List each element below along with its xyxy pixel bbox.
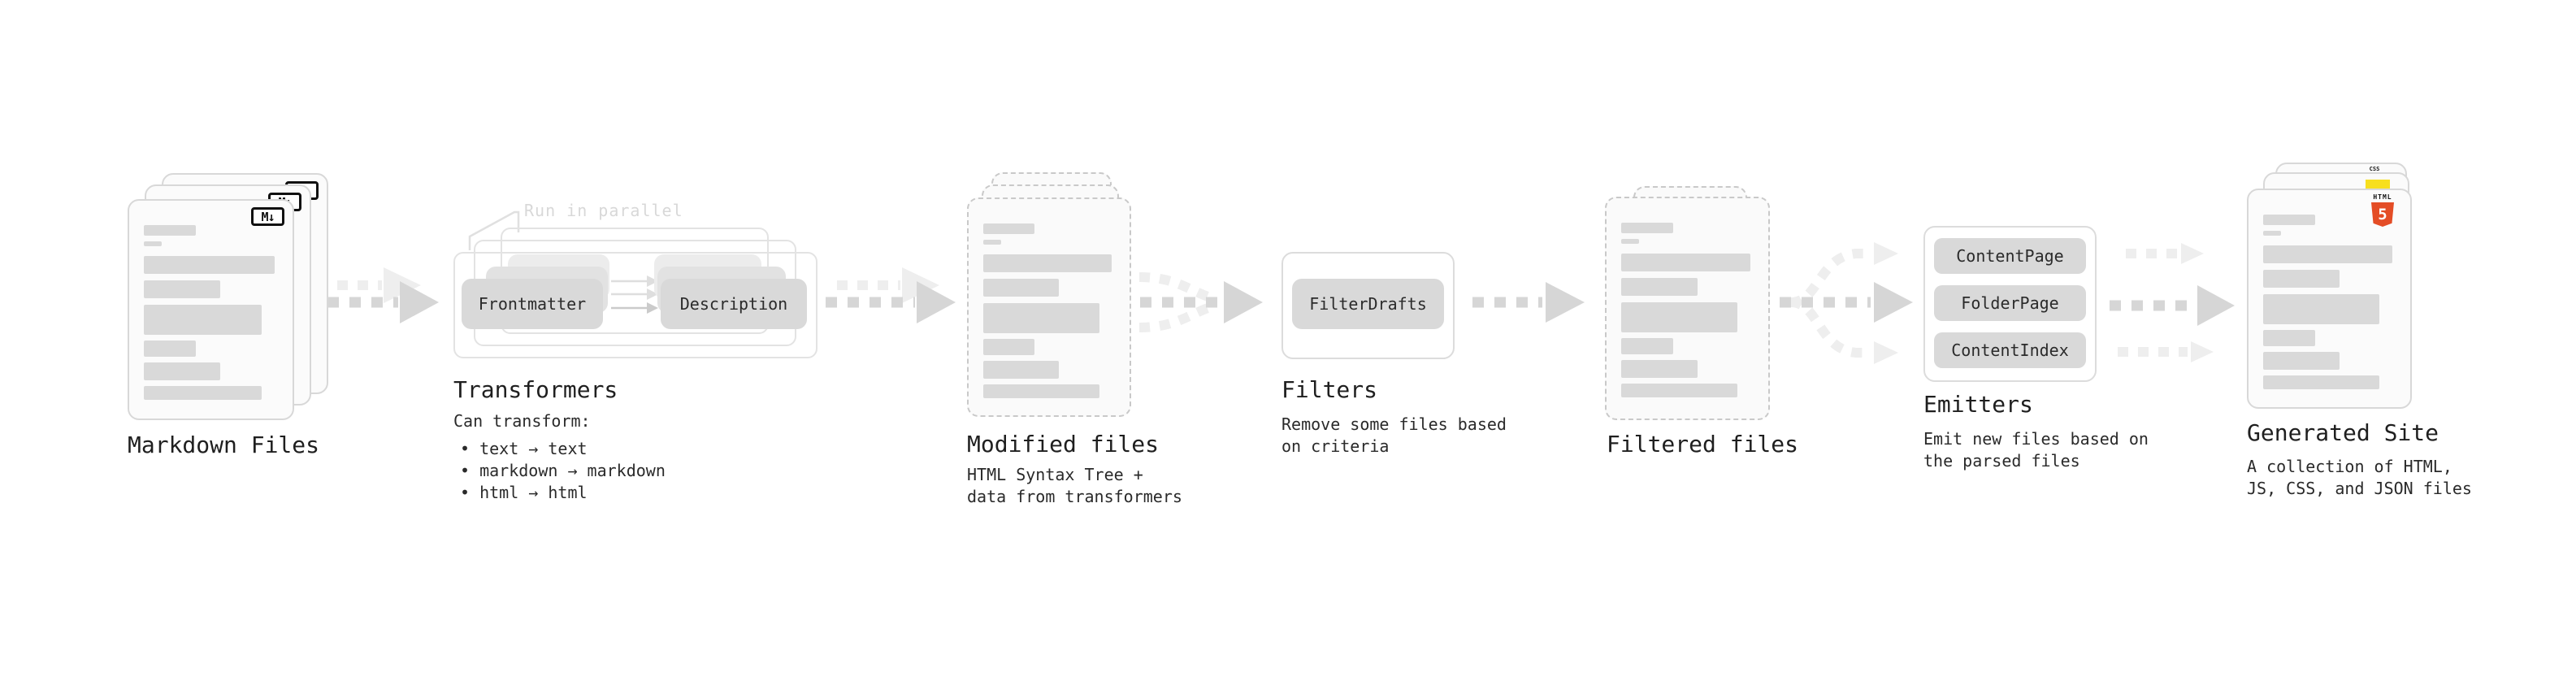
filtered-file-card-front <box>1605 197 1770 420</box>
generated-site-description: A collection of HTML, JS, CSS, and JSON … <box>2247 456 2472 500</box>
arrow-filtered-to-emitters <box>1780 242 1913 364</box>
emitters-description-line: the parsed files <box>1923 451 2080 471</box>
modified-file-card-front <box>967 197 1131 417</box>
skeleton-line <box>144 305 262 335</box>
skeleton-line <box>983 223 1035 234</box>
contentpage-pill: ContentPage <box>1934 238 2086 274</box>
filters-label: Filters <box>1281 376 1378 403</box>
folderpage-pill: FolderPage <box>1934 285 2086 321</box>
skeleton-line <box>144 362 221 380</box>
skeleton-line <box>1621 239 1639 244</box>
skeleton-line <box>983 339 1035 355</box>
stage-markdown-files: M↓ M↓ M↓ <box>128 173 331 425</box>
skeleton-line <box>144 241 163 246</box>
markdown-file-card-front: M↓ <box>128 199 294 420</box>
skeleton-line <box>983 240 1001 245</box>
filtered-files-label: Filtered files <box>1607 431 1799 458</box>
skeleton-line <box>144 225 197 236</box>
skeleton-line <box>144 280 221 298</box>
site-file-card-html: HTML 5 <box>2247 189 2412 409</box>
html5-icon: HTML 5 <box>2365 193 2400 227</box>
arrow-emitters-to-site <box>2110 243 2235 362</box>
contentindex-pill: ContentIndex <box>1934 332 2086 368</box>
skeleton-line <box>1621 338 1673 354</box>
skeleton-line <box>2263 330 2315 346</box>
skeleton-line <box>1621 302 1738 332</box>
skeleton-line <box>1621 384 1738 397</box>
skeleton-line <box>144 340 197 357</box>
skeleton-line <box>2263 231 2281 236</box>
skeleton-line <box>1621 223 1673 233</box>
modified-files-description-line: data from transformers <box>967 487 1182 506</box>
modified-files-description: HTML Syntax Tree + data from transformer… <box>967 464 1182 508</box>
skeleton-line <box>144 386 262 400</box>
transformers-description-line: Can transform: <box>453 411 591 431</box>
generated-site-description-line: A collection of HTML, <box>2247 457 2452 476</box>
transformers-bullet: markdown → markdown <box>460 460 666 482</box>
skeleton-line <box>983 254 1112 272</box>
modified-files-label: Modified files <box>967 431 1160 458</box>
transformers-bullet: html → html <box>460 482 666 504</box>
modified-files-description-line: HTML Syntax Tree + <box>967 465 1143 484</box>
skeleton-line <box>983 361 1060 379</box>
emitters-description: Emit new files based on the parsed files <box>1923 428 2149 472</box>
skeleton-line <box>983 279 1060 297</box>
filters-description: Remove some files based on criteria <box>1281 414 1507 458</box>
transformer-frame-front <box>453 252 817 358</box>
skeleton-line <box>2263 215 2315 225</box>
transformers-label: Transformers <box>453 376 618 403</box>
skeleton-line <box>2263 352 2340 370</box>
skeleton-line <box>2263 375 2380 389</box>
transformers-bullet-list: text → text markdown → markdown html → h… <box>453 438 666 504</box>
skeleton-line <box>2263 270 2340 288</box>
js-icon <box>2366 180 2390 190</box>
filters-description-line: on criteria <box>1281 436 1390 456</box>
skeleton-line <box>983 303 1099 333</box>
markdown-icon: M↓ <box>251 207 284 226</box>
emitters-description-line: Emit new files based on <box>1923 429 2149 449</box>
emitters-label: Emitters <box>1923 391 2033 418</box>
filterdrafts-pill: FilterDrafts <box>1292 279 1444 329</box>
skeleton-line <box>1621 360 1698 378</box>
html5-icon-label: HTML <box>2373 193 2392 201</box>
html5-icon-shield: 5 <box>2371 202 2394 227</box>
skeleton-line <box>2263 294 2380 324</box>
markdown-files-label: Markdown Files <box>128 432 320 458</box>
skeleton-line <box>983 384 1099 398</box>
skeleton-line <box>1621 278 1698 296</box>
skeleton-line <box>2263 245 2393 263</box>
transformers-description: Can transform: text → text markdown → ma… <box>453 410 666 504</box>
frontmatter-pill: Frontmatter <box>462 279 603 329</box>
transformers-bullet: text → text <box>460 438 666 460</box>
arrow-modified-to-filters <box>1138 272 1263 332</box>
css-icon-label: CSS <box>2369 166 2380 172</box>
arrow-transformers-to-modified <box>826 267 956 323</box>
description-pill: Description <box>661 279 807 329</box>
filters-description-line: Remove some files based <box>1281 414 1507 434</box>
generated-site-label: Generated Site <box>2247 419 2439 446</box>
skeleton-line <box>144 256 275 274</box>
generated-site-description-line: JS, CSS, and JSON files <box>2247 479 2472 498</box>
run-in-parallel-annotation: Run in parallel <box>524 201 683 220</box>
arrow-filters-to-filtered <box>1472 282 1585 323</box>
skeleton-line <box>1621 254 1751 271</box>
